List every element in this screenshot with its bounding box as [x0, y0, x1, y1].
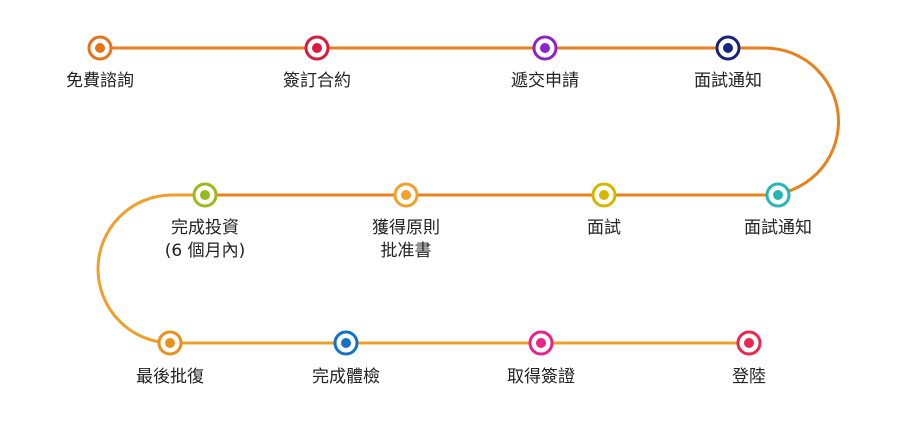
- step-label-5: 面試通知: [744, 217, 812, 240]
- step-label-10: 完成體檢: [312, 366, 380, 389]
- step-label-line: 獲得原則: [372, 218, 440, 238]
- step-label-1: 免費諮詢: [66, 70, 134, 93]
- step-node-9: [157, 330, 183, 356]
- step-dot: [341, 338, 351, 348]
- step-dot: [312, 43, 322, 53]
- step-label-12: 登陸: [732, 366, 766, 389]
- step-label-line: (6 個月內): [164, 241, 246, 261]
- step-label-line: 完成投資: [170, 218, 239, 238]
- step-label-line: 面試通知: [694, 71, 762, 91]
- step-dot: [165, 338, 175, 348]
- roadmap-track-lower: [96, 193, 749, 345]
- step-label-line: 登陸: [732, 367, 766, 387]
- step-dot: [540, 43, 550, 53]
- step-node-3: [532, 35, 558, 61]
- step-dot: [723, 43, 733, 53]
- step-label-4: 面試通知: [694, 70, 762, 93]
- step-label-line: 面試: [587, 218, 621, 238]
- step-node-10: [333, 330, 359, 356]
- step-node-7: [393, 182, 419, 208]
- step-dot: [773, 190, 783, 200]
- step-label-9: 最後批復: [136, 366, 204, 389]
- step-label-line: 遞交申請: [511, 71, 579, 91]
- step-dot: [200, 190, 210, 200]
- step-node-8: [192, 182, 218, 208]
- step-label-3: 遞交申請: [511, 70, 579, 93]
- roadmap-track-upper: [100, 46, 840, 197]
- step-node-2: [304, 35, 330, 61]
- step-node-4: [715, 35, 741, 61]
- step-label-line: 取得簽證: [507, 367, 575, 387]
- step-label-8: 完成投資 (6 個月內): [165, 217, 245, 263]
- step-label-line: 最後批復: [136, 367, 204, 387]
- step-node-6: [591, 182, 617, 208]
- step-label-line: 批准書: [380, 241, 432, 261]
- step-label-line: 完成體檢: [312, 367, 380, 387]
- step-label-line: 免費諮詢: [66, 71, 134, 91]
- step-label-6: 面試: [587, 217, 621, 240]
- step-node-5: [765, 182, 791, 208]
- step-dot: [95, 43, 105, 53]
- step-label-11: 取得簽證: [507, 366, 575, 389]
- step-node-1: [87, 35, 113, 61]
- step-label-7: 獲得原則批准書: [372, 217, 440, 263]
- step-label-line: 簽訂合約: [283, 71, 351, 91]
- step-dot: [599, 190, 609, 200]
- step-dot: [536, 338, 546, 348]
- step-node-11: [528, 330, 554, 356]
- step-label-2: 簽訂合約: [283, 70, 351, 93]
- step-label-line: 面試通知: [744, 218, 812, 238]
- step-node-12: [736, 330, 762, 356]
- step-dot: [401, 190, 411, 200]
- step-dot: [744, 338, 754, 348]
